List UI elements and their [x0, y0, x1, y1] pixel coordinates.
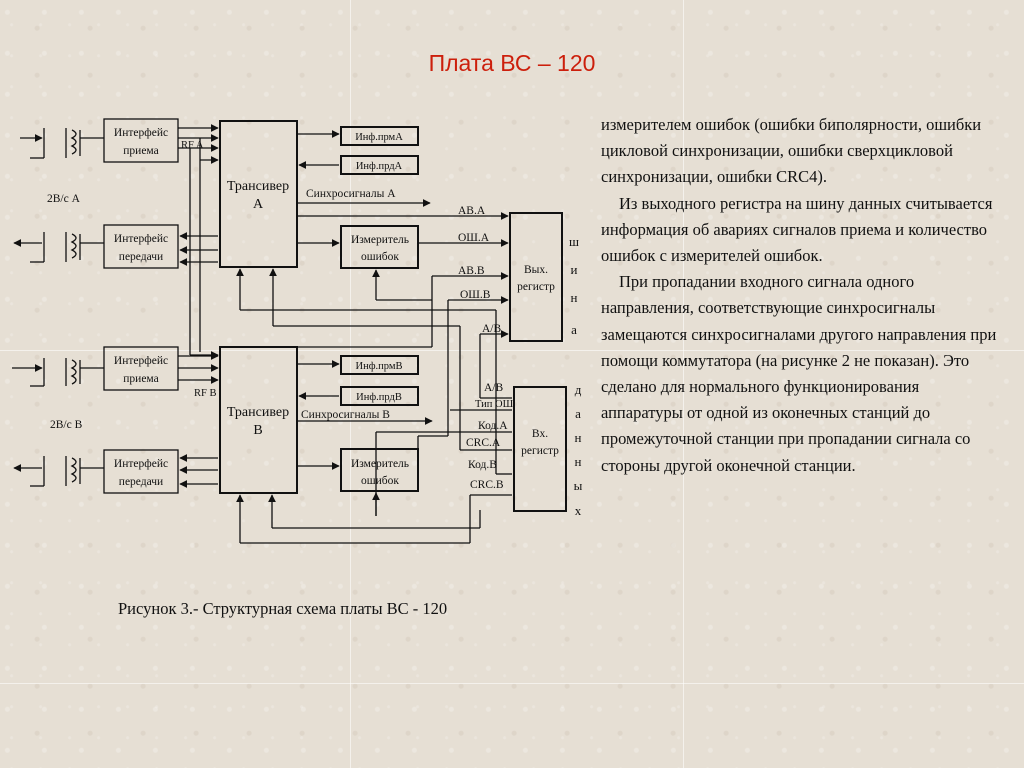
- interface-rx-b-label-2: приема: [123, 373, 158, 385]
- signal-label: Тип ОШ: [475, 399, 514, 410]
- bus-label-letter: и: [571, 262, 578, 277]
- signal-label: АВ.В: [458, 265, 485, 277]
- signal-label: ОШ.В: [460, 289, 491, 301]
- data-label-letter: а: [575, 406, 581, 421]
- paragraph-2: Из выходного регистра на шину данных счи…: [601, 193, 993, 266]
- interface-tx-b-block: [103, 449, 179, 494]
- line-output-a-symbol: [13, 232, 104, 263]
- signal-label: АВ.А: [458, 205, 486, 217]
- output-register-block: [509, 212, 563, 342]
- signal-label: Код.В: [468, 459, 497, 471]
- inf-prm-a-label: Инф.прмА: [355, 132, 403, 143]
- rf-a-label: RF A: [181, 140, 204, 151]
- error-meter-b-block: [340, 448, 419, 492]
- signal-label: ОШ.А: [458, 232, 490, 244]
- paragraph-3: При пропадании входного сигнала одного н…: [601, 272, 997, 475]
- background-grid-line: [683, 0, 684, 768]
- input-register-label-2: регистр: [521, 445, 559, 457]
- input-register-label-1: Вх.: [532, 428, 548, 440]
- line-input-b-symbol: [12, 358, 104, 387]
- output-register-label-1: Вых.: [524, 264, 548, 276]
- data-label-letter: н: [575, 454, 582, 469]
- line-input-a-symbol: [20, 128, 104, 159]
- interface-tx-a-block: [103, 224, 179, 269]
- sync-b-label: Синхросигналы В: [301, 409, 390, 421]
- paragraph-1: измерителем ошибок (ошибки биполярности,…: [601, 115, 982, 187]
- inf-prm-b-block: [340, 355, 419, 375]
- inf-prd-b-label: Инф.прдВ: [356, 392, 402, 403]
- interface-rx-a-block: [103, 118, 179, 163]
- line-output-b-symbol: [13, 456, 104, 487]
- interface-rx-a-label-1: Интерфейс: [114, 127, 168, 139]
- transceiver-b-block: [219, 346, 298, 494]
- transceiver-b-label-2: В: [253, 423, 262, 438]
- inf-prm-a-block: [340, 126, 419, 146]
- data-label-letter: ы: [574, 478, 583, 493]
- transceiver-b-label-1: Трансивер: [227, 405, 289, 420]
- input-register-block: [513, 386, 567, 512]
- interface-tx-a-label-1: Интерфейс: [114, 233, 168, 245]
- signal-label: CRC.B: [470, 479, 504, 491]
- inf-prd-a-label: Инф.прдА: [356, 161, 403, 172]
- output-register-label-2: регистр: [517, 281, 555, 293]
- background-grid-line: [0, 683, 1024, 684]
- page-title: Плата ВС – 120: [428, 50, 596, 76]
- transceiver-a-label-2: А: [253, 197, 264, 212]
- sync-a-label: Синхросигналы А: [306, 188, 396, 200]
- bus-label-letter: ш: [569, 234, 579, 249]
- bus-label-letter: н: [571, 290, 578, 305]
- figure-caption: Рисунок 3.- Структурная схема платы ВС -…: [118, 599, 448, 618]
- inf-prd-b-block: [340, 386, 419, 406]
- signal-label: А/В: [484, 382, 504, 394]
- transceiver-a-label-1: Трансивер: [227, 179, 289, 194]
- bus-label-letter: а: [571, 322, 577, 337]
- interface-rx-a-label-2: приема: [123, 145, 158, 157]
- data-label-letter: д: [575, 382, 582, 397]
- inf-prd-a-block: [340, 155, 419, 175]
- data-label-letter: н: [575, 430, 582, 445]
- background-grid-line: [350, 0, 351, 768]
- error-meter-a-label-1: Измеритель: [351, 234, 409, 246]
- transceiver-a-block: [219, 120, 298, 268]
- signal-label: CRC.A: [466, 437, 501, 449]
- signal-label: Код.А: [478, 420, 508, 432]
- inf-prm-b-label: Инф.прмВ: [356, 361, 403, 372]
- interface-tx-b-label-2: передачи: [119, 476, 163, 488]
- data-label-letter: х: [575, 503, 582, 518]
- background-grid-line: [0, 350, 1024, 351]
- error-meter-b-label-1: Измеритель: [351, 458, 409, 470]
- error-meter-a-label-2: ошибок: [361, 251, 399, 263]
- interface-rx-b-label-1: Интерфейс: [114, 355, 168, 367]
- signal-label: А/В: [482, 323, 502, 335]
- rate-b-label: 2В/с В: [50, 419, 83, 431]
- rate-a-label: 2В/с А: [47, 193, 81, 205]
- error-meter-b-label-2: ошибок: [361, 475, 399, 487]
- rf-b-label: RF B: [194, 388, 216, 399]
- error-meter-a-block: [340, 225, 419, 269]
- interface-tx-a-label-2: передачи: [119, 251, 163, 263]
- interface-tx-b-label-1: Интерфейс: [114, 458, 168, 470]
- body-text: измерителем ошибок (ошибки биполярности,…: [601, 112, 1001, 479]
